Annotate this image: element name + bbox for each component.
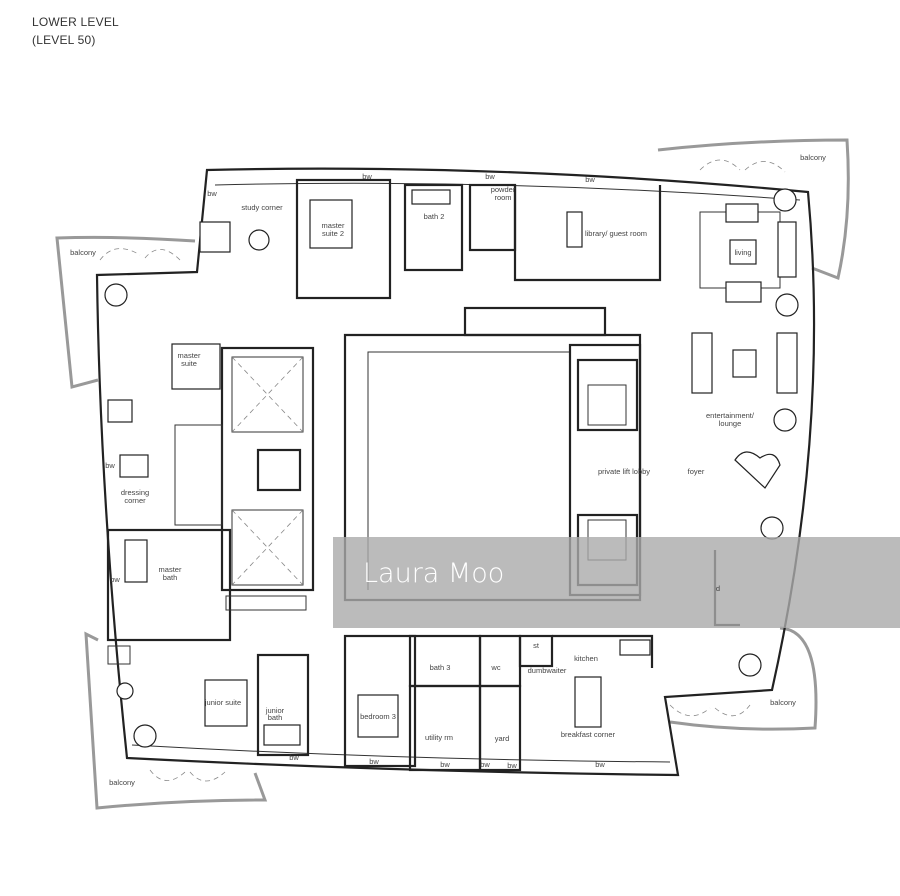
room-labels: study corner master suite 2 bath 2 powde…	[70, 153, 826, 787]
label-bw: bw	[105, 461, 115, 470]
kitchen-island-icon	[574, 676, 602, 728]
label-bw: bw	[507, 761, 517, 770]
label-dressing-corner: dressing	[121, 488, 149, 497]
desk-icon	[566, 211, 583, 248]
junior-bath-room	[256, 653, 310, 757]
label-bath-3: bath 3	[430, 663, 451, 672]
bed-icon	[171, 343, 221, 390]
label-dumbwaiter: dumbwaiter	[528, 666, 567, 675]
bath-2-room	[403, 183, 464, 272]
dressing-table-icon	[119, 454, 149, 478]
label-wc: wc	[490, 663, 500, 672]
label-master-suite: master	[178, 351, 201, 360]
label-master-suite-line2: suite	[181, 359, 197, 368]
sofa-icon	[199, 221, 231, 253]
wardrobe	[174, 424, 223, 526]
bath-3-room	[408, 634, 482, 688]
label-bedroom-3: bedroom 3	[360, 712, 396, 721]
table-icon	[248, 229, 270, 251]
label-master-suite-2: master	[322, 221, 345, 230]
plan-subtitle: (LEVEL 50)	[32, 33, 96, 47]
bed-icon	[357, 694, 399, 738]
label-master-suite-2-line2: suite 2	[322, 229, 344, 238]
armchair-icon	[725, 203, 759, 223]
label-private-lift-lobby: private lift lobby	[598, 467, 650, 476]
bed-icon	[204, 679, 248, 727]
label-balcony-bottom-right: balcony	[770, 698, 796, 707]
label-library: library/ guest room	[585, 229, 647, 238]
bed-icon	[309, 199, 353, 249]
table-icon	[773, 188, 797, 212]
bedroom-3-room	[343, 634, 417, 768]
label-bw: bw	[207, 189, 217, 198]
label-bw: bw	[289, 753, 299, 762]
table-icon	[773, 408, 797, 432]
bathtub-icon	[124, 539, 148, 583]
label-st: st	[533, 641, 540, 650]
label-bw: bw	[362, 172, 372, 181]
master-bath-room	[106, 528, 232, 642]
label-bath-2: bath 2	[424, 212, 445, 221]
label-utility-rm: utility rm	[425, 733, 453, 742]
watermark-band	[333, 537, 900, 628]
store-room	[518, 634, 554, 668]
balcony-bottom-right	[669, 626, 818, 731]
label-bw: bw	[369, 757, 379, 766]
label-balcony-left: balcony	[70, 248, 96, 257]
table-icon	[775, 293, 799, 317]
sofa-icon	[776, 332, 798, 394]
label-entertainment: entertainment/	[706, 411, 755, 420]
label-breakfast-corner: breakfast corner	[561, 730, 616, 739]
label-dining: d	[716, 584, 720, 593]
label-junior-bath: junior	[265, 706, 285, 715]
exterior-wall	[95, 167, 816, 777]
label-junior-suite: junior suite	[204, 698, 241, 707]
label-bw: bw	[440, 760, 450, 769]
sofa-icon	[777, 221, 797, 278]
piano-icon	[734, 451, 781, 489]
label-powder-room: powder	[491, 185, 516, 194]
label-balcony-bottom-left: balcony	[109, 778, 135, 787]
table-icon	[104, 283, 128, 307]
label-yard: yard	[495, 734, 510, 743]
label-bw: bw	[485, 172, 495, 181]
watermark-text: Laura Moo	[363, 558, 504, 589]
coffee-table-icon	[732, 349, 757, 378]
label-living: living	[734, 248, 751, 257]
balcony-top-right	[657, 138, 850, 281]
wc-room	[478, 634, 522, 688]
table-icon	[738, 653, 762, 677]
label-junior-bath-line2: bath	[268, 713, 283, 722]
balcony-bottom-left	[84, 631, 268, 810]
label-study-corner: study corner	[241, 203, 283, 212]
coffee-table-icon	[729, 239, 757, 265]
sofa-icon	[691, 332, 713, 394]
label-bw: bw	[585, 175, 595, 184]
label-bw: bw	[480, 760, 490, 769]
label-powder-room-line2: room	[494, 193, 511, 202]
label-bw: bw	[110, 575, 120, 584]
label-master-bath-line2: bath	[163, 573, 178, 582]
ottoman-icon	[725, 281, 762, 303]
label-dressing-corner-line2: corner	[124, 496, 146, 505]
table-icon	[760, 516, 784, 540]
plan-title: LOWER LEVEL	[32, 15, 119, 29]
label-entertainment-line2: lounge	[719, 419, 742, 428]
table-icon	[133, 724, 157, 748]
balcony-left	[55, 235, 196, 389]
yard-room	[478, 684, 522, 772]
stove-icon	[619, 639, 651, 656]
master-suite-2-room	[295, 178, 392, 300]
table-icon	[116, 682, 134, 700]
bathtub-icon	[411, 189, 451, 205]
label-bw: bw	[595, 760, 605, 769]
label-master-bath: master	[159, 565, 182, 574]
bathtub-icon	[263, 724, 301, 746]
label-foyer: foyer	[688, 467, 705, 476]
cabinet-icon	[107, 399, 133, 423]
label-kitchen: kitchen	[574, 654, 598, 663]
label-balcony-top-right: balcony	[800, 153, 826, 162]
